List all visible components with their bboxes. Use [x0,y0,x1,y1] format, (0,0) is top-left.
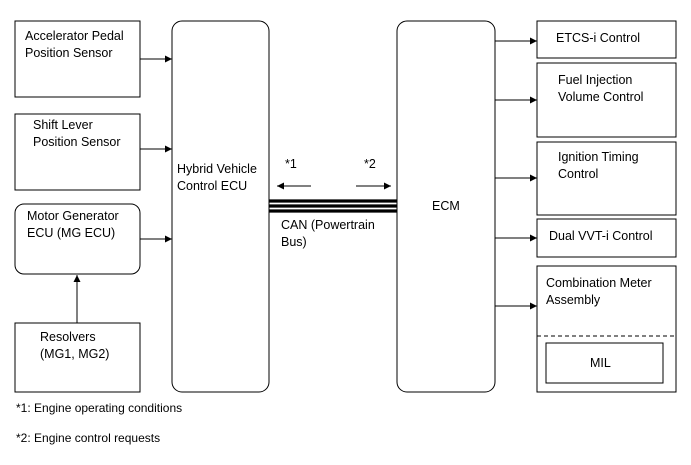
etcs-label: ETCS-i Control [556,31,640,45]
fuel-label-line2: Volume Control [558,90,643,104]
ignition-timing-box: Ignition Timing Control [536,141,677,216]
ignition-label-line1: Ignition Timing [558,150,639,164]
accel-label-line1: Accelerator Pedal [25,29,124,43]
resolvers-label-line1: Resolvers [40,330,96,344]
resolvers-box: Resolvers (MG1, MG2) [14,322,141,393]
shift-lever-sensor-box: Shift Lever Position Sensor [14,113,141,191]
can-bus-label-line2: Bus) [281,235,307,249]
shift-label-line1: Shift Lever [33,118,93,132]
shift-label-line2: Position Sensor [33,135,121,149]
ecm-box: ECM [396,20,496,393]
footnote-1: *1: Engine operating conditions [16,401,183,415]
meter-label-line1: Combination Meter [546,276,652,290]
mil-box [545,342,664,384]
dual-vvt-box: Dual VVT-i Control [536,218,677,258]
hv-ecu-label-line2: Control ECU [177,179,247,193]
combination-meter-box: Combination Meter Assembly MIL [536,265,677,393]
meter-label-line2: Assembly [546,293,601,307]
fuel-label-line1: Fuel Injection [558,73,632,87]
etcs-control-box: ETCS-i Control [536,20,677,59]
ignition-label-line2: Control [558,167,598,181]
hv-control-ecu-box: Hybrid Vehicle Control ECU [171,20,270,393]
note-2-marker: *2 [364,157,376,171]
can-bus-label-line1: CAN (Powertrain [281,218,375,232]
footnote-2: *2: Engine control requests [16,431,161,445]
vvt-label: Dual VVT-i Control [549,229,653,243]
hv-ecu-label-line1: Hybrid Vehicle [177,162,257,176]
resolvers-label-line2: (MG1, MG2) [40,347,109,361]
mg-ecu-label-line1: Motor Generator [27,209,119,223]
ecm-label: ECM [432,199,460,213]
mil-label: MIL [590,356,611,370]
accelerator-pedal-sensor-box: Accelerator Pedal Position Sensor [14,20,141,98]
can-bus-lines [269,199,397,213]
mg-ecu-label-line2: ECU (MG ECU) [27,226,115,240]
fuel-injection-box: Fuel Injection Volume Control [536,62,677,138]
mg-ecu-box: Motor Generator ECU (MG ECU) [14,203,141,275]
note-1-marker: *1 [285,157,297,171]
accel-label-line2: Position Sensor [25,46,113,60]
